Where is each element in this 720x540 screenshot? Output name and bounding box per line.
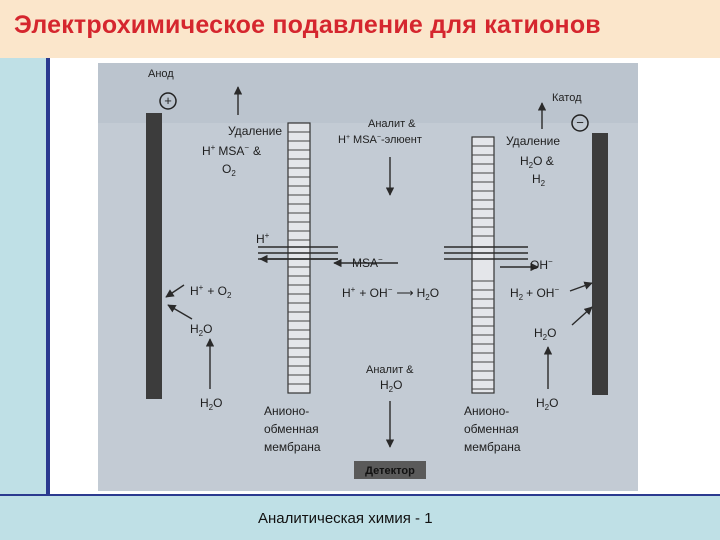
cathode-sign: − bbox=[576, 115, 584, 130]
right-membrane-label-3: мембрана bbox=[464, 440, 521, 454]
right-membrane-label-2: обменная bbox=[464, 422, 519, 436]
outlet-line1: Аналит & bbox=[366, 364, 414, 376]
left-removal-title: Удаление bbox=[228, 124, 282, 138]
right-removal-h2o: H2O & bbox=[520, 154, 554, 170]
inlet-line1: Аналит & bbox=[368, 118, 416, 130]
right-reaction: H2+ OH− bbox=[510, 285, 559, 302]
left-decor-band bbox=[0, 58, 46, 540]
left-membrane bbox=[288, 123, 310, 393]
suppressor-diagram: Анод + Катод − Удаление H+MSA−& O2 Удале… bbox=[98, 63, 638, 491]
detector-label: Детектор bbox=[365, 465, 415, 477]
right-membrane bbox=[472, 137, 494, 393]
footer-rule bbox=[0, 494, 720, 496]
left-membrane-label-1: Анионо- bbox=[264, 404, 309, 418]
cathode-electrode bbox=[592, 133, 608, 395]
cathode-label: Катод bbox=[552, 92, 582, 104]
anode-label: Анод bbox=[148, 68, 174, 80]
left-decor-rule bbox=[46, 58, 50, 540]
right-removal-title: Удаление bbox=[506, 134, 560, 148]
anode-sign: + bbox=[164, 93, 172, 108]
slide-footer: Аналитическая химия - 1 bbox=[258, 510, 433, 527]
left-membrane-label-2: обменная bbox=[264, 422, 319, 436]
left-reaction: H++ O2 bbox=[190, 283, 232, 300]
right-membrane-label-1: Анионо- bbox=[464, 404, 509, 418]
slide-title: Электрохимическое подавление для катионо… bbox=[14, 11, 601, 40]
left-membrane-label-3: мембрана bbox=[264, 440, 321, 454]
anode-electrode bbox=[146, 113, 162, 399]
